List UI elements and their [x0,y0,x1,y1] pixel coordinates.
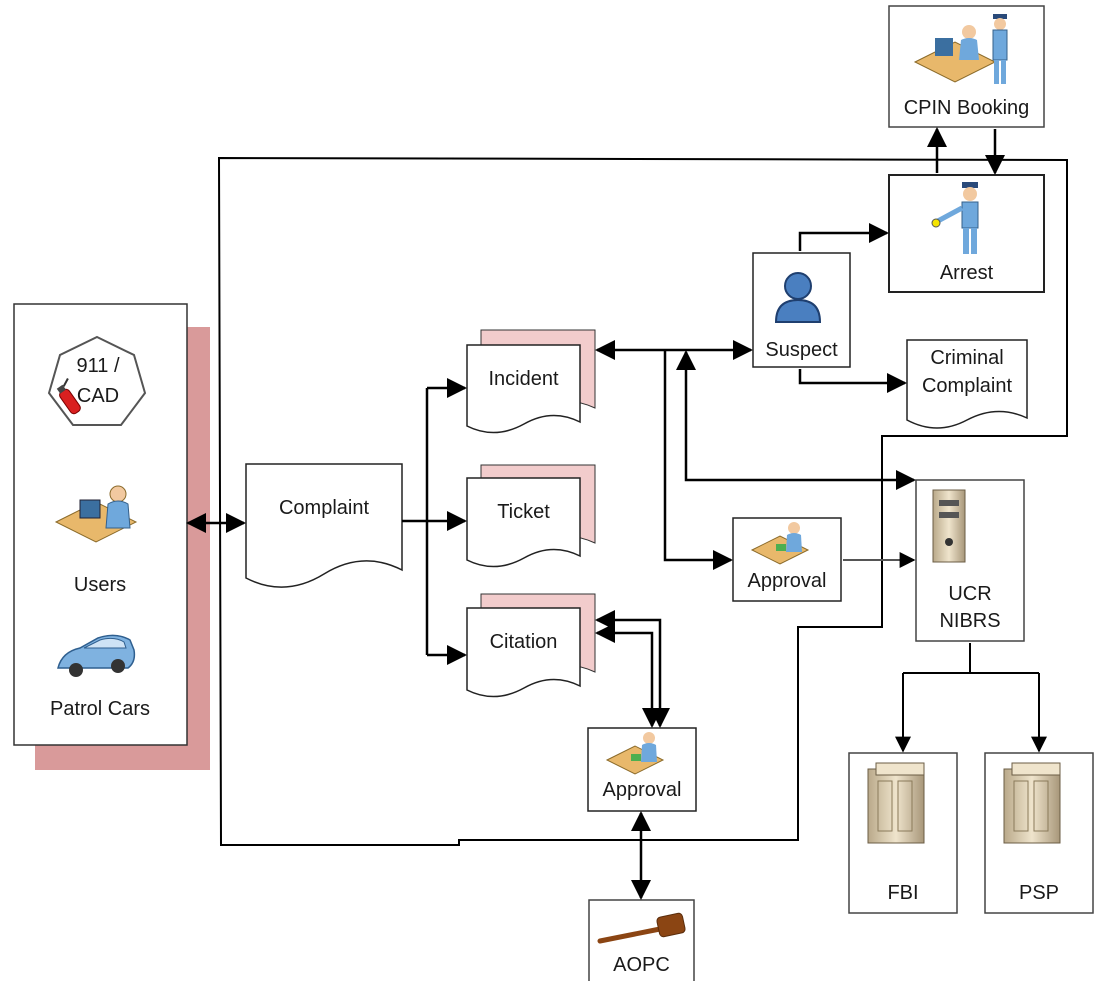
cpin-booking-label: CPIN Booking [903,97,1030,119]
ucr-label-line2: NIBRS [939,610,1001,632]
aopc-label: AOPC [613,954,670,976]
suspect-label: Suspect [765,339,838,361]
fbi-label: FBI [887,882,919,904]
connectors [186,127,1047,900]
ucr-label-line1: UCR [948,583,992,605]
criminal-complaint-label-line1: Criminal [930,347,1004,369]
process-boundary [217,156,1068,846]
approval-upper-label: Approval [747,570,827,592]
approval-lower-label: Approval [602,779,682,801]
citation-document-stack[interactable] [466,593,596,698]
server-icon [932,489,966,563]
arrest-label: Arrest [939,262,994,284]
police-officer-icon [931,182,979,254]
complaint-label: Complaint [278,497,370,519]
server-rack-icon [867,762,925,844]
ticket-document-stack[interactable] [466,464,596,568]
patrol-cars-label: Patrol Cars [49,698,151,720]
criminal-complaint-label-line2: Complaint [921,375,1013,397]
psp-label: PSP [1018,882,1060,904]
incident-label: Incident [488,368,559,390]
gavel-icon [597,912,686,944]
incident-document-stack[interactable] [466,329,596,434]
fire-extinguisher-icon [56,378,81,415]
criminal-complaint-document[interactable] [906,339,1028,429]
cad-label-line1: 911 / [76,355,120,377]
cad-node[interactable] [47,335,147,426]
booking-desk-icon [913,14,1008,84]
patrol-car-icon [57,634,136,677]
citation-label: Citation [489,631,558,653]
person-silhouette-icon [774,272,822,323]
cad-label-line2: CAD [76,385,120,407]
approval-desk-icon [750,522,810,565]
approval-desk-icon [605,732,665,775]
server-rack-icon [1003,762,1061,844]
complaint-document[interactable] [245,463,403,588]
ticket-label: Ticket [497,501,550,523]
user-workstation-icon [54,485,138,543]
users-label: Users [73,574,127,596]
